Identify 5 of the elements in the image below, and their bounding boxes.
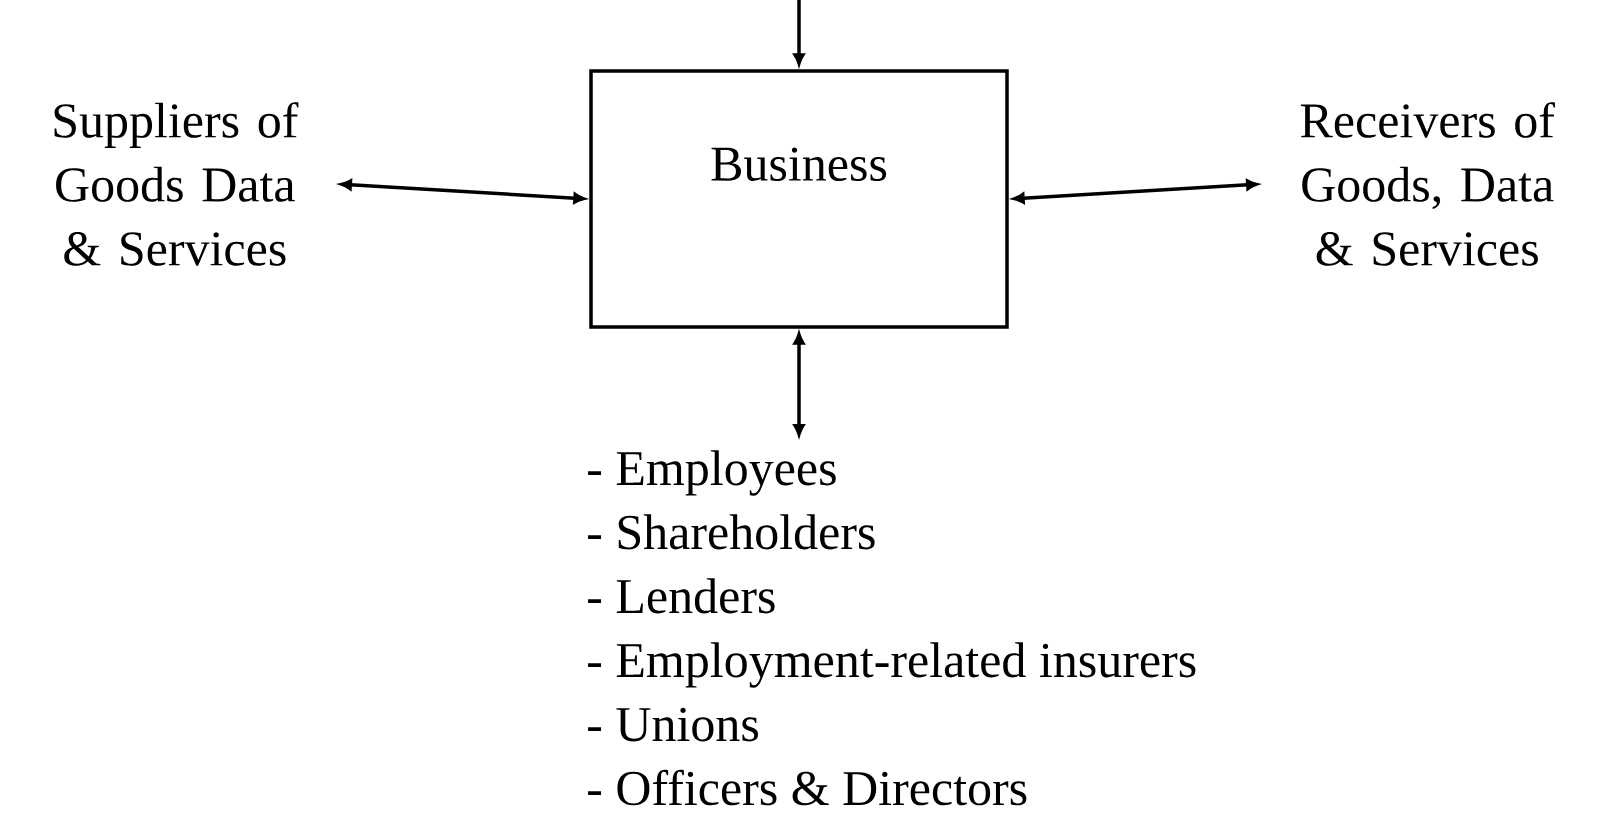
process-box: Business bbox=[589, 69, 1009, 329]
list-text: - Employees - Shareholders - Lenders - Employment-related insurers - Unions - Officers & Directors bbox=[588, 450, 1196, 806]
arrow bbox=[793, 0, 805, 66]
side-text: Suppliers of Goods Data & Services bbox=[54, 102, 299, 266]
side-text: Receivers of Goods, Data & Services bbox=[1300, 102, 1555, 266]
